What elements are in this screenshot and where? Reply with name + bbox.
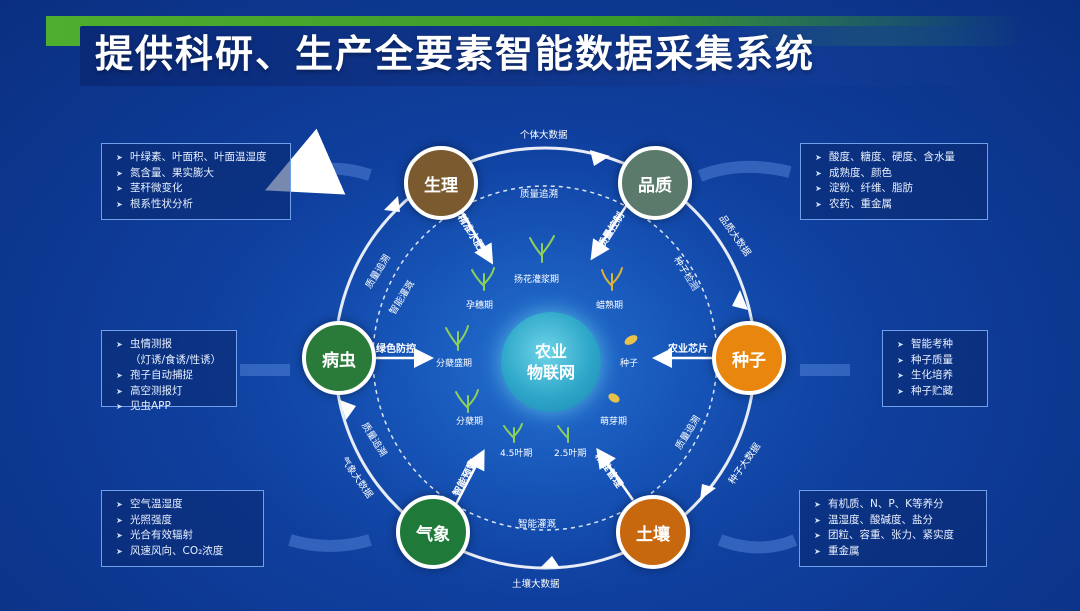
ring-arrow-left-low bbox=[340, 400, 356, 420]
panel-item: 见虫APP bbox=[116, 399, 226, 415]
out-arrow-pinzhi bbox=[697, 160, 792, 182]
center-line1: 农业 bbox=[534, 342, 567, 361]
node-turang: 土壤 bbox=[616, 495, 690, 569]
panel-qixiang: 空气温湿度 光照强度 光合有效辐射 风速风向、CO₂浓度 bbox=[101, 490, 264, 567]
stage-ye25: 2.5叶期 bbox=[554, 449, 587, 459]
panel-item: 高空测报灯 bbox=[116, 384, 226, 400]
panel-item: 种子贮藏 bbox=[897, 384, 977, 400]
stage-zhongzi: 种子 bbox=[620, 359, 639, 369]
panel-item: 重金属 bbox=[814, 544, 976, 560]
center-iot-hub: 农业 物联网 bbox=[501, 312, 601, 412]
panel-item: 生化培养 bbox=[897, 368, 977, 384]
panel-item: 温湿度、酸碱度、盐分 bbox=[814, 513, 976, 529]
node-qixiang: 气象 bbox=[396, 495, 470, 569]
node-shengli-label: 生理 bbox=[424, 175, 458, 196]
node-turang-label: 土壤 bbox=[636, 524, 670, 545]
panel-item: 农药、重金属 bbox=[815, 197, 977, 213]
panel-item: 氮含量、果实膨大 bbox=[116, 166, 280, 182]
center-line2: 物联网 bbox=[526, 363, 575, 382]
node-shengli: 生理 bbox=[404, 146, 478, 220]
panel-item: 团粒、容重、张力、紧实度 bbox=[814, 528, 976, 544]
panel-item: 酸度、糖度、硬度、含水量 bbox=[815, 150, 977, 166]
panel-item: 叶绿素、叶面积、叶面温湿度 bbox=[116, 150, 280, 166]
arrow-label-lvse-fangkong: 绿色防控 bbox=[376, 344, 416, 355]
panel-item: 智能考种 bbox=[897, 337, 977, 353]
ring-arrow-right bbox=[732, 290, 748, 310]
arrow-label-nongye-xinpian: 农业芯片 bbox=[668, 344, 708, 355]
panel-item: 风速风向、CO₂浓度 bbox=[116, 544, 253, 560]
outer-label-top: 个体大数据 bbox=[520, 130, 568, 141]
outer-label-bottom: 土壤大数据 bbox=[512, 579, 560, 590]
node-pinzhi-label: 品质 bbox=[638, 175, 672, 196]
arrow-qixiang-in bbox=[451, 449, 485, 511]
ring-arrow-left bbox=[384, 196, 400, 212]
node-pinzhi: 品质 bbox=[618, 146, 692, 220]
panel-item: 孢子自动捕捉 bbox=[116, 368, 226, 384]
panel-item: 根系性状分析 bbox=[116, 197, 280, 213]
out-arrow-qixiang bbox=[288, 534, 372, 552]
arrow-turang-in bbox=[596, 447, 635, 501]
panel-item: 光合有效辐射 bbox=[116, 528, 253, 544]
panel-subitem: （灯诱/食诱/性诱） bbox=[130, 353, 222, 366]
stage-yangsui: 孕穗期 bbox=[466, 301, 494, 311]
panel-shengli: 叶绿素、叶面积、叶面温湿度 氮含量、果实膨大 茎秆微变化 根系性状分析 bbox=[101, 143, 291, 220]
stage-mengya: 萌芽期 bbox=[600, 417, 628, 427]
node-zhongzi-label: 种子 bbox=[732, 350, 766, 371]
stage-ye45: 4.5叶期 bbox=[500, 449, 533, 459]
page-title: 提供科研、生产全要素智能数据采集系统 bbox=[95, 32, 816, 76]
sprout-seed-icon bbox=[608, 393, 620, 403]
stage-fennie: 分蘖期 bbox=[456, 417, 484, 427]
panel-item: 虫情测报 bbox=[116, 337, 226, 353]
panel-zhongzi: 智能考种 种子质量 生化培养 种子贮藏 bbox=[882, 330, 988, 407]
node-bingchong: 病虫 bbox=[302, 321, 376, 395]
panel-pinzhi: 酸度、糖度、硬度、含水量 成熟度、颜色 淀粉、纤维、脂肪 农药、重金属 bbox=[800, 143, 988, 220]
inner-label-bottom: 智能灌溉 bbox=[518, 519, 557, 530]
panel-item: 光照强度 bbox=[116, 513, 253, 529]
plant-icons bbox=[445, 235, 623, 443]
stage-fennie-sheng: 分蘖盛期 bbox=[436, 359, 473, 369]
out-arrow-turang bbox=[717, 534, 798, 554]
panel-item: 成熟度、颜色 bbox=[815, 166, 977, 182]
seed-icon bbox=[624, 335, 638, 345]
ring-arrow-bottom bbox=[540, 556, 560, 568]
panel-item: 茎秆微变化 bbox=[116, 181, 280, 197]
node-qixiang-label: 气象 bbox=[416, 524, 450, 545]
panel-item: 空气温湿度 bbox=[116, 497, 253, 513]
node-zhongzi: 种子 bbox=[712, 321, 786, 395]
panel-item: 种子质量 bbox=[897, 353, 977, 369]
stage-yanghua: 扬花灌浆期 bbox=[514, 275, 560, 285]
out-arrow-shengli bbox=[265, 128, 372, 195]
title-banner bbox=[80, 26, 1024, 86]
ring-arrow-top bbox=[590, 150, 610, 166]
stage-chengshu: 蜡熟期 bbox=[596, 301, 624, 311]
ring-arrow-right-low bbox=[700, 484, 716, 500]
inner-label-top: 质量追溯 bbox=[520, 189, 559, 200]
panel-turang: 有机质、N、P、K等养分 温湿度、酸碱度、盐分 团粒、容重、张力、紧实度 重金属 bbox=[799, 490, 987, 567]
panel-bingchong: 虫情测报 （灯诱/食诱/性诱） 孢子自动捕捉 高空测报灯 见虫APP bbox=[101, 330, 237, 414]
panel-item: 淀粉、纤维、脂肪 bbox=[815, 181, 977, 197]
panel-item: 有机质、N、P、K等养分 bbox=[814, 497, 976, 513]
node-bingchong-label: 病虫 bbox=[322, 350, 356, 371]
arrow-pinzhi-in bbox=[590, 199, 632, 261]
